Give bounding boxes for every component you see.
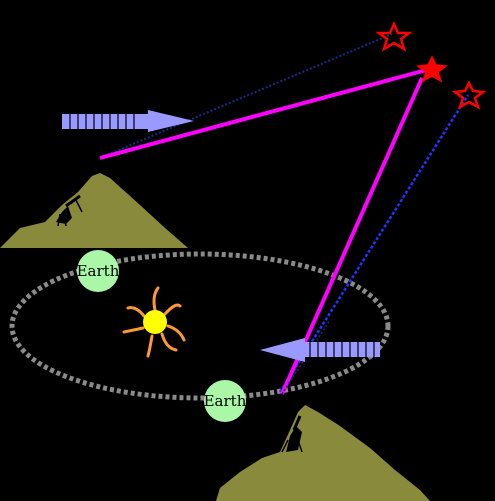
earth-upper-label: Earth <box>77 262 120 280</box>
earth-upper: Earth <box>77 250 120 292</box>
sightline-upper-to-star-1 <box>99 33 393 159</box>
star-outline-icon <box>451 80 487 110</box>
upper-mountain <box>0 173 188 248</box>
arrow-left-icon <box>260 338 380 362</box>
earth-upper-circle <box>77 250 119 292</box>
star-filled-icon <box>416 55 448 83</box>
arrow-right-icon <box>62 110 194 132</box>
sightline-lower-to-star-2 <box>280 77 424 395</box>
sightline-upper-to-star-2 <box>99 67 431 160</box>
earth-lower-circle <box>204 380 246 422</box>
telescope-icon <box>56 194 83 227</box>
earth-lower: Earth <box>204 380 247 422</box>
star-outline-icon <box>375 20 413 52</box>
lower-mountain <box>216 405 430 501</box>
earth-lower-label: Earth <box>204 392 247 410</box>
telescope-icon <box>281 415 303 453</box>
sightline-lower-to-star-3 <box>278 94 470 393</box>
sun-icon <box>122 286 186 358</box>
earth-orbit <box>9 251 391 401</box>
